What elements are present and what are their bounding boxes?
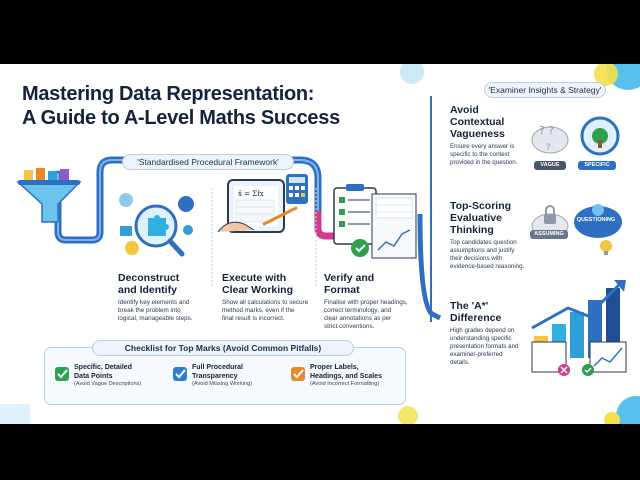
infographic: Mastering Data Representation: A Guide t… xyxy=(0,64,640,424)
step-1-body-line: logical, manageable steps. xyxy=(118,315,193,322)
sidebar-label: 'Examiner Insights & Strategy' xyxy=(484,82,606,98)
svg-text:x̄ = Σfx: x̄ = Σfx xyxy=(238,190,264,198)
checkmark-icon xyxy=(55,367,69,381)
section-heading-line: Evaluative xyxy=(450,212,502,224)
step-2-heading-line2: Clear Working xyxy=(222,284,293,296)
section-body-line: details. xyxy=(450,359,470,366)
sidebar-section-a-star: The 'A*' Difference High grades depend o… xyxy=(450,300,536,367)
bar-growth-icon xyxy=(531,280,627,376)
title-line-1: Mastering Data Representation: xyxy=(22,83,315,105)
checkmark-icon xyxy=(173,367,187,381)
section-body-line: their decisions with xyxy=(450,255,503,262)
checklist-item-sub: (Avoid Missing Working) xyxy=(192,381,253,387)
section-body-line: Ensure every answer is xyxy=(450,143,515,150)
section-body-line: examiner-preferred xyxy=(450,351,503,358)
checklist-item-line2: Headings, and Scales xyxy=(310,372,382,380)
section-heading-line: The 'A*' xyxy=(450,300,489,312)
step-1-heading-line1: Deconstruct xyxy=(118,272,180,284)
step-3-heading-line2: Format xyxy=(324,284,360,296)
section-body-line: High grades depend on xyxy=(450,327,515,334)
section-heading-line: Contextual xyxy=(450,116,505,128)
step-2-body-line: method marks, even if the xyxy=(222,307,295,314)
sidebar-rail xyxy=(430,96,432,322)
title-line-2: A Guide to A-Level Maths Success xyxy=(22,107,340,129)
funnel-icon xyxy=(16,168,82,223)
checklist-item-line2: Transparency xyxy=(192,372,238,380)
assuming-badge: ASSUMING xyxy=(530,230,568,239)
step-3-heading-line1: Verify and xyxy=(324,272,375,284)
svg-text:? ?: ? ? xyxy=(539,124,554,137)
sidebar-section-evaluative: Top-Scoring Evaluative Thinking Top cand… xyxy=(450,200,534,271)
step-2-body-line: Show all calculations to secure xyxy=(222,299,309,306)
step-deconstruct: Deconstruct and Identify Identify key el… xyxy=(118,272,218,323)
step-verify: Verify and Format Finalise with proper h… xyxy=(324,272,424,331)
tablet-calculator-icon: x̄ = Σfx xyxy=(218,174,308,233)
checklist-item-labels: Proper Labels, Headings, and Scales (Avo… xyxy=(290,364,402,396)
step-1-body-line: break the problem into xyxy=(118,307,181,314)
step-3-body-line: Finalise with proper headings, xyxy=(324,299,408,306)
checklist-item-transparency: Full Procedural Transparency (Avoid Miss… xyxy=(172,364,282,396)
checklist-item-specific: Specific, Detailed Data Points (Avoid Va… xyxy=(54,364,164,396)
section-body-line: understanding specific xyxy=(450,335,512,342)
sidebar-section-vagueness: Avoid Contextual Vagueness Ensure every … xyxy=(450,104,530,167)
step-1-heading-line2: and Identify xyxy=(118,284,177,296)
step-2-body-line: final result is incorrect. xyxy=(222,315,285,322)
lock-lightbulb-icon xyxy=(531,204,622,255)
checklist-panel xyxy=(44,347,406,405)
section-heading-line: Difference xyxy=(450,312,502,324)
section-body-line: evidence-based reasoning. xyxy=(450,263,525,270)
step-execute: Execute with Clear Working Show all calc… xyxy=(222,272,322,323)
section-heading-line: Top-Scoring xyxy=(450,200,512,212)
page-title: Mastering Data Representation: A Guide t… xyxy=(22,82,422,130)
step-3-body-line: correct terminology, and xyxy=(324,307,392,314)
section-body-line: assumptions and justify xyxy=(450,247,515,254)
vague-specific-icon: ? ? ? xyxy=(531,116,620,156)
puzzle-magnifier-icon xyxy=(119,193,194,257)
questioning-badge: QUESTIONING xyxy=(576,217,616,223)
checklist-item-line1: Proper Labels, xyxy=(310,364,359,371)
checklist-item-sub: (Avoid Incorrect Formatting) xyxy=(310,381,380,387)
background-decor xyxy=(0,64,640,424)
section-heading-line: Thinking xyxy=(450,224,494,236)
checkmark-icon xyxy=(291,367,305,381)
section-body-line: presentation formats and xyxy=(450,343,519,350)
checklist-item-line1: Specific, Detailed xyxy=(74,364,132,371)
step-2-heading-line1: Execute with xyxy=(222,272,287,284)
framework-label: 'Standardised Procedural Framework' xyxy=(122,154,294,170)
step-3-body-line: strict conventions. xyxy=(324,323,375,330)
section-body-line: Top candidates question xyxy=(450,239,517,246)
specific-badge: SPECIFIC xyxy=(578,161,616,170)
section-body-line: provided in the question. xyxy=(450,159,518,166)
checklist-item-line2: Data Points xyxy=(74,372,113,380)
step-3-body-line: clear annotations as per xyxy=(324,315,392,322)
checklist-item-sub: (Avoid Vague Descriptions) xyxy=(74,381,142,387)
checklist-title: Checklist for Top Marks (Avoid Common Pi… xyxy=(92,340,354,356)
svg-text:?: ? xyxy=(546,143,551,153)
checklist-item-line1: Full Procedural xyxy=(192,364,243,371)
section-heading-line: Vagueness xyxy=(450,128,505,140)
checklist-chart-icon xyxy=(333,184,417,259)
step-1-body-line: Identify key elements and xyxy=(118,299,190,306)
section-body-line: specific to the context xyxy=(450,151,510,158)
vague-badge: VAGUE xyxy=(534,161,566,170)
section-heading-line: Avoid xyxy=(450,104,479,116)
